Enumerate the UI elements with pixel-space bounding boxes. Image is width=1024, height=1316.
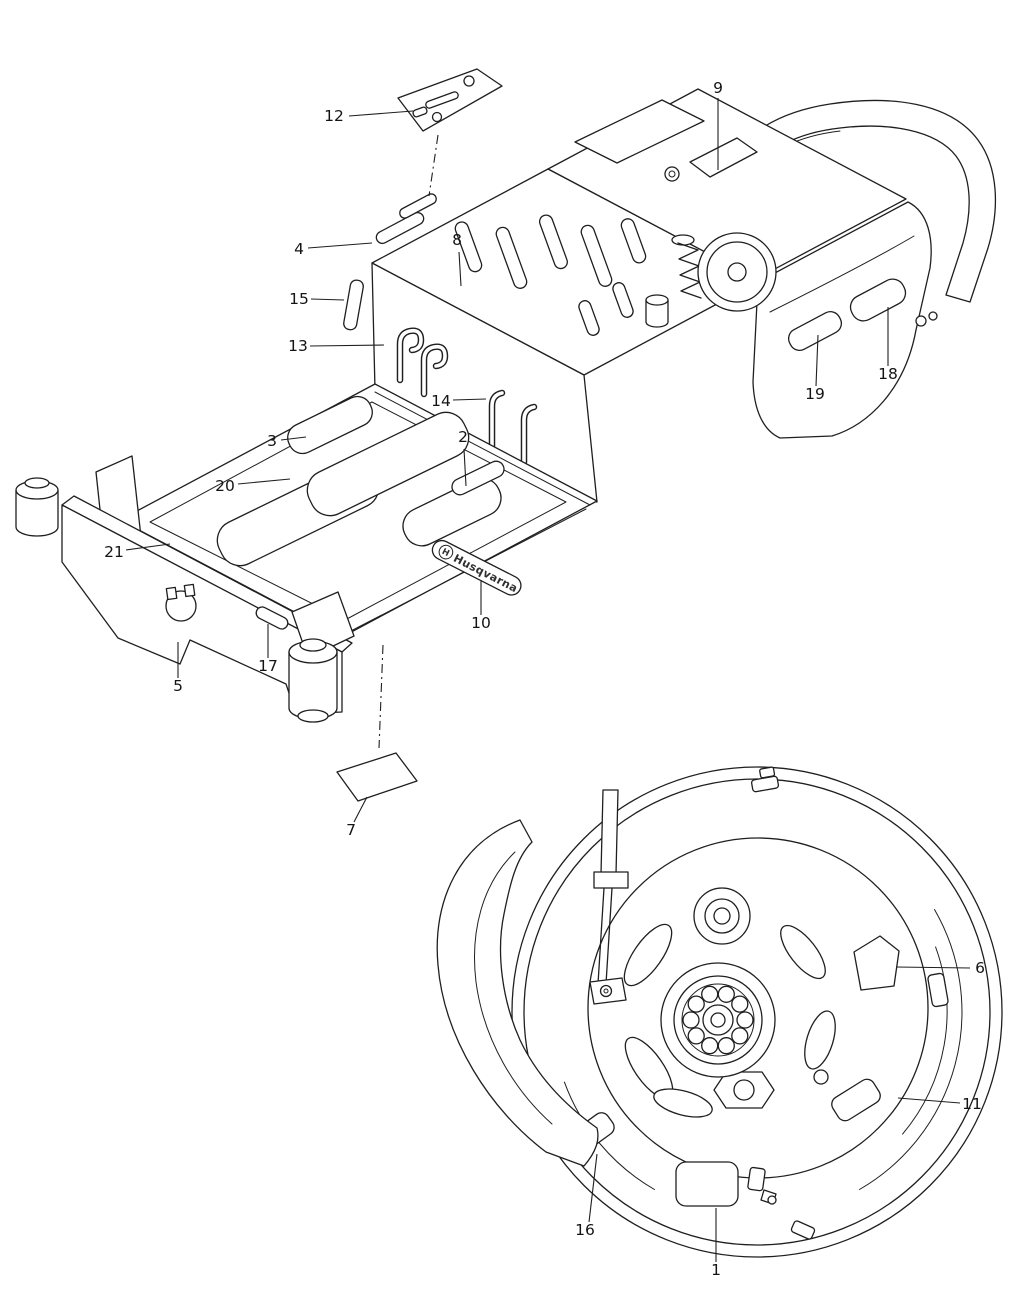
callout-leader-12 (348, 110, 414, 117)
hook-slots-13 (396, 327, 449, 398)
callout-leader-6 (895, 966, 971, 969)
suspension-spring (677, 242, 702, 299)
small-cylinder (645, 300, 669, 328)
callout-leader-19 (815, 334, 819, 387)
callout-label-21: 21 (104, 543, 124, 561)
kidney-slot (780, 924, 826, 980)
kidney-slot (653, 1088, 713, 1118)
mid-plate-slots (454, 214, 647, 336)
callout-label-5: 5 (173, 677, 183, 695)
bolt (928, 311, 938, 321)
callout-label-11: 11 (962, 1095, 982, 1113)
floor-deck (119, 383, 598, 638)
callout-label-8: 8 (452, 231, 462, 249)
edge-strip-4 (375, 211, 425, 245)
callout-label-3: 3 (267, 432, 277, 450)
grommet (664, 166, 680, 182)
spring-cap (671, 234, 695, 246)
callout-leader-4 (307, 242, 373, 249)
caster-sleeve-left (15, 477, 59, 537)
crown-logo-icon (438, 544, 454, 560)
callout-label-10: 10 (471, 614, 491, 632)
callouts: 1 2 3 4 5 6 7 8 9 10 11 12 13 14 15 16 1 (104, 79, 985, 1279)
kidney-slot (623, 923, 673, 987)
edge-strips (343, 193, 437, 331)
callout-label-2: 2 (458, 428, 468, 446)
callout-label-7: 7 (346, 821, 356, 839)
guard-strut (589, 789, 629, 1005)
shim-plate-7 (336, 644, 418, 802)
callout-leader-11 (897, 1097, 961, 1104)
callout-leader-21 (125, 543, 171, 551)
callout-leader-13 (309, 344, 385, 347)
hub-splines (682, 985, 754, 1055)
callout-label-19: 19 (805, 385, 825, 403)
callout-label-20: 20 (215, 477, 235, 495)
callout-leader-20 (237, 478, 291, 485)
alignment-dash-7 (378, 644, 384, 749)
callout-label-13: 13 (288, 337, 308, 355)
bracket-part-9 (689, 137, 758, 178)
edge-strip-4b (399, 193, 437, 219)
vent-slot-18 (849, 278, 907, 322)
hook-slots-14 (488, 389, 538, 466)
rear-platform (547, 88, 907, 280)
cover-plate-11 (831, 1078, 881, 1122)
riser-panel (371, 262, 598, 503)
latch-clip (747, 1166, 766, 1192)
callout-label-15: 15 (289, 290, 309, 308)
callout-leader-3 (280, 436, 307, 441)
mount-plate-12 (397, 68, 503, 197)
callout-label-12: 12 (324, 107, 344, 125)
baffle-plate-6 (853, 935, 900, 991)
access-cover-1 (675, 1161, 739, 1207)
bolt (915, 315, 927, 327)
housing-cutouts (565, 923, 900, 1240)
bolt-hole (813, 1069, 829, 1085)
rim-clip (790, 1220, 816, 1240)
callout-leader-15 (310, 298, 345, 301)
strut-bolt (599, 984, 613, 998)
foot-pad (306, 411, 470, 517)
rim-tab (759, 766, 776, 779)
callout-leader-7 (353, 796, 368, 823)
spindle-pulley (693, 887, 751, 945)
rear-fender (752, 201, 938, 439)
rim-clip (927, 972, 949, 1008)
blade-hub (660, 962, 776, 1078)
callout-label-17: 17 (258, 657, 278, 675)
side-strip-15 (343, 279, 364, 331)
deck-slot-2 (451, 460, 505, 496)
deck-housing-figure (436, 766, 1003, 1258)
callout-label-18: 18 (878, 365, 898, 383)
engine-mount (645, 232, 777, 328)
beam-slot-17 (255, 606, 289, 630)
callout-label-14: 14 (431, 392, 451, 410)
brand-mark: H (440, 547, 451, 559)
caster-sleeve-right (288, 591, 355, 723)
callout-label-9: 9 (713, 79, 723, 97)
alignment-dash-12 (428, 134, 439, 197)
callout-leader-16 (588, 1153, 598, 1223)
callout-leader-14 (452, 398, 487, 401)
callout-label-16: 16 (575, 1221, 595, 1239)
foot-pad (402, 477, 502, 547)
crown-cutout-5 (165, 583, 197, 622)
foot-pad (287, 395, 373, 455)
belt-guard (436, 819, 599, 1167)
chassis-figure: H Husqvarna (15, 68, 996, 802)
callout-label-1: 1 (711, 1261, 721, 1279)
front-cross-member (61, 455, 353, 715)
vent-slot-19 (787, 311, 843, 351)
callout-label-6: 6 (975, 959, 985, 977)
kidney-slot (804, 1010, 836, 1070)
callout-leader-2 (463, 448, 467, 487)
callout-leader-8 (458, 251, 462, 287)
callout-label-4: 4 (294, 240, 304, 258)
rear-top-panel (574, 99, 705, 164)
